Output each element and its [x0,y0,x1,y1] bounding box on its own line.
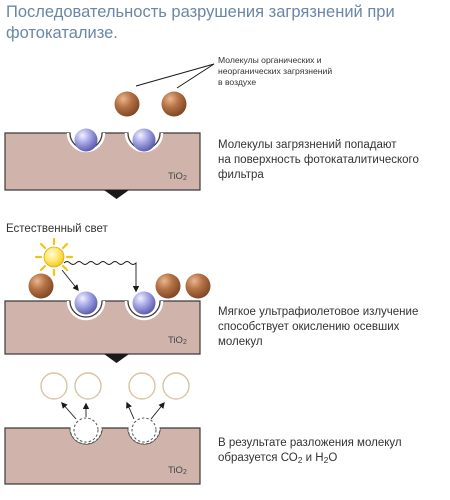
wavy-light-arrow [63,261,140,293]
sun-icon [34,237,74,277]
pollutants-note: Молекулы органических и неорганических з… [218,55,333,87]
pollutant-molecule [185,273,211,299]
natural-light-label: Естественный свет [6,223,108,235]
pollutant-molecule [155,273,181,299]
release-arrow [150,401,165,420]
tio2-label: TiO2 [168,335,187,346]
adsorbed-molecule [132,291,156,315]
products-formula: образуется СО2 и Н2О [218,452,338,465]
down-arrow [104,190,129,199]
release-arrow [61,401,77,420]
down-arrow [104,354,129,363]
note-pointer-line [176,63,215,89]
light-arrow [61,269,79,292]
stage1-description: Молекулы загрязнений попадают на поверхн… [218,139,419,181]
released-molecule-dashed [131,417,157,443]
adsorption-pocket-rim [124,300,164,321]
pollutant-molecule [28,273,54,299]
stage3-description: В результате разложения молекул образует… [218,436,402,468]
released-molecule-dashed [73,417,99,443]
pollutant-molecule [114,91,140,117]
note-pointer-line [135,63,215,87]
release-arrow [126,401,135,420]
product-molecule [74,372,102,400]
product-molecule [162,372,190,400]
product-molecule [40,372,68,400]
tio2-label: TiO2 [168,465,187,476]
product-molecule [128,372,156,400]
stage2-description: Мягкое ультрафиолетовое излучение способ… [218,306,419,348]
tio2-label: TiO2 [168,171,187,182]
pollutant-molecule [161,91,187,117]
tio2-surface-2 [4,300,201,355]
adsorbed-molecule [74,128,98,152]
adsorption-pocket-rim [66,300,106,321]
page-title: Последовательность разрушения загрязнени… [6,3,395,42]
adsorbed-molecule [132,128,156,152]
adsorbed-molecule [74,291,98,315]
